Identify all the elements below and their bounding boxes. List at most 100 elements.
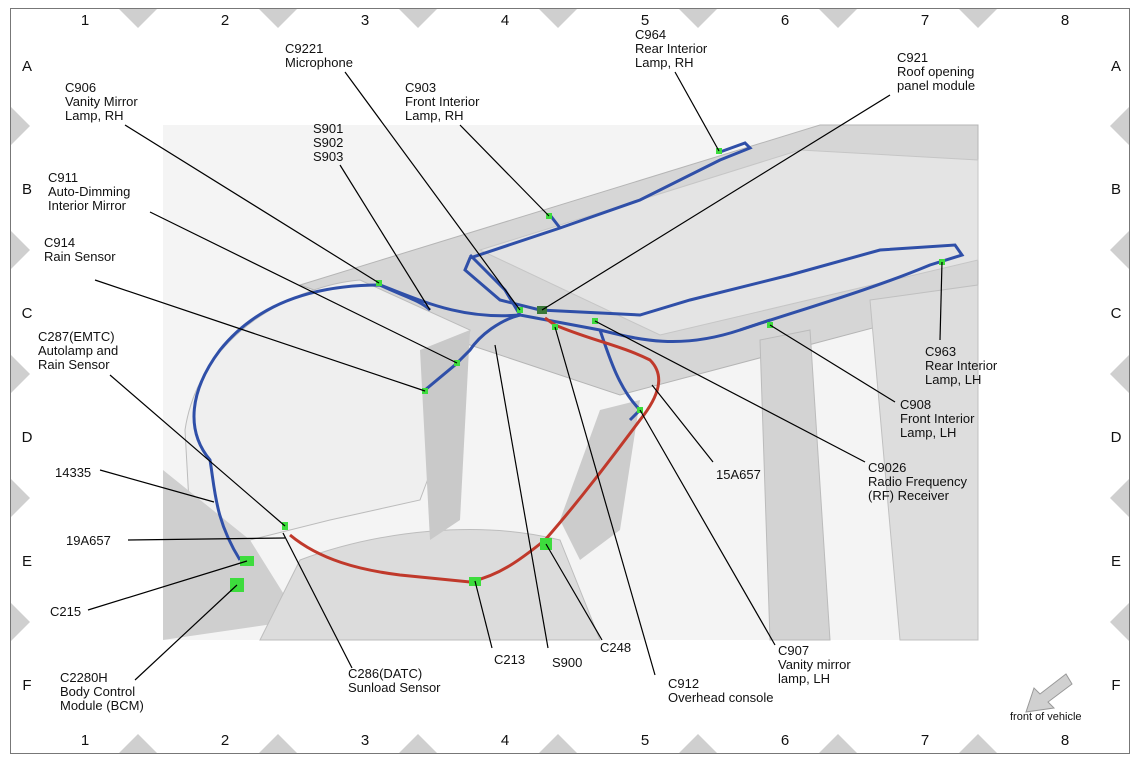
callout-c963: C963 Rear Interior Lamp, LH xyxy=(925,345,997,387)
connector-id: C287(EMTC) xyxy=(38,330,118,344)
row-label: C xyxy=(21,305,33,322)
row-label: B xyxy=(21,181,32,198)
row-label: B xyxy=(1110,181,1121,198)
connector-description: Vanity mirror xyxy=(778,657,851,672)
connector-id: C907 xyxy=(778,643,810,658)
connector-description: Front Interior xyxy=(900,411,975,426)
column-label: 7 xyxy=(920,12,930,29)
connector-id: C963 xyxy=(925,344,957,359)
callout-c908: C908 Front Interior Lamp, LH xyxy=(900,398,974,440)
splice-id: S901 xyxy=(313,121,344,136)
harness-id: 19A657 xyxy=(66,533,111,548)
callout-s901-s903: S901 S902 S903 xyxy=(313,122,343,164)
connector-variant: (EMTC) xyxy=(69,329,115,344)
connector-description: Rain Sensor xyxy=(44,249,116,264)
connector-id: C903 xyxy=(405,80,437,95)
row-label: E xyxy=(21,553,32,570)
column-label: 5 xyxy=(640,732,650,749)
connector-id: C286 xyxy=(348,666,380,681)
connector-description: Body Control xyxy=(60,684,136,699)
leader-lines xyxy=(87,71,943,681)
margin-markers xyxy=(10,8,1130,754)
callout-c286: C286(DATC) Sunload Sensor xyxy=(348,667,441,695)
connector-id: C2280H xyxy=(60,670,108,685)
connector-description: Autolamp and xyxy=(38,343,119,358)
connector-id: C9026 xyxy=(868,460,907,475)
column-label: 8 xyxy=(1060,12,1070,29)
row-label: D xyxy=(1110,429,1122,446)
connector-description: Module (BCM) xyxy=(60,698,144,713)
connector-description: Vanity Mirror xyxy=(65,94,138,109)
connector-id: C906 xyxy=(65,80,97,95)
connector-description: Roof opening xyxy=(897,64,975,79)
connector-description: Lamp, RH xyxy=(405,108,464,123)
connector-id: C921 xyxy=(897,50,929,65)
callout-c287: C287(EMTC) Autolamp and Rain Sensor xyxy=(38,330,118,372)
callout-c9026: C9026 Radio Frequency (RF) Receiver xyxy=(868,461,967,503)
column-label: 6 xyxy=(780,732,790,749)
column-label: 7 xyxy=(920,732,930,749)
splice-id: S903 xyxy=(313,149,344,164)
connector-id: C215 xyxy=(50,604,82,619)
callout-s900: S900 xyxy=(552,656,582,670)
harness-id: 14335 xyxy=(55,465,92,480)
row-label: A xyxy=(1110,58,1121,75)
row-label: F xyxy=(1111,677,1121,694)
splice-id: S902 xyxy=(313,135,344,150)
callout-c921: C921 Roof opening panel module xyxy=(897,51,975,93)
connector-description: Interior Mirror xyxy=(48,198,127,213)
connector-description: Lamp, RH xyxy=(65,108,124,123)
callout-c911: C911 Auto-Dimming Interior Mirror xyxy=(48,171,130,213)
connector-variant: (DATC) xyxy=(379,666,423,681)
callout-c903: C903 Front Interior Lamp, RH xyxy=(405,81,479,123)
connector-description: Microphone xyxy=(285,55,353,70)
connector-description: Lamp, LH xyxy=(925,372,982,387)
column-label: 1 xyxy=(80,732,90,749)
connector-id: C908 xyxy=(900,397,932,412)
callout-c2280h: C2280H Body Control Module (BCM) xyxy=(60,671,144,713)
column-label: 6 xyxy=(780,12,790,29)
callout-19a657: 19A657 xyxy=(66,534,111,548)
column-label: 2 xyxy=(220,12,230,29)
connector-description: Sunload Sensor xyxy=(348,680,441,695)
row-label: F xyxy=(22,677,32,694)
front-of-vehicle-label: front of vehicle xyxy=(1010,711,1082,723)
callout-c907: C907 Vanity mirror lamp, LH xyxy=(778,644,851,686)
connector-description: lamp, LH xyxy=(778,671,831,686)
connector-id: C914 xyxy=(44,235,76,250)
row-label: A xyxy=(21,58,32,75)
connector-id: C912 xyxy=(668,676,700,691)
connector-id: C213 xyxy=(494,652,526,667)
column-label: 3 xyxy=(360,732,370,749)
connector-description: Rain Sensor xyxy=(38,357,110,372)
connector-description: Lamp, RH xyxy=(635,55,694,70)
callout-c9221: C9221 Microphone xyxy=(285,42,353,70)
column-label: 2 xyxy=(220,732,230,749)
connector-id: C286(DATC) xyxy=(348,667,441,681)
harness-id: 15A657 xyxy=(716,467,761,482)
column-label: 5 xyxy=(640,12,650,29)
front-of-vehicle-arrow-icon xyxy=(1025,673,1073,713)
splice-id: S900 xyxy=(552,655,583,670)
column-label: 1 xyxy=(80,12,90,29)
row-label: C xyxy=(1110,305,1122,322)
connector-id: C9221 xyxy=(285,41,324,56)
red-harness xyxy=(289,316,661,584)
column-label: 3 xyxy=(360,12,370,29)
row-label: E xyxy=(1110,553,1121,570)
row-label: D xyxy=(21,429,33,446)
connector-description: Rear Interior xyxy=(925,358,998,373)
callout-c964: C964 Rear Interior Lamp, RH xyxy=(635,28,707,70)
column-label: 8 xyxy=(1060,732,1070,749)
connector-description: Overhead console xyxy=(668,690,774,705)
callout-c215: C215 xyxy=(50,605,81,619)
column-label: 4 xyxy=(500,12,510,29)
column-label: 4 xyxy=(500,732,510,749)
connector-id: C964 xyxy=(635,27,667,42)
connector-description: Lamp, LH xyxy=(900,425,957,440)
connector-id: C248 xyxy=(600,640,632,655)
connector-description: Auto-Dimming xyxy=(48,184,131,199)
connector-id: C911 xyxy=(48,170,79,185)
